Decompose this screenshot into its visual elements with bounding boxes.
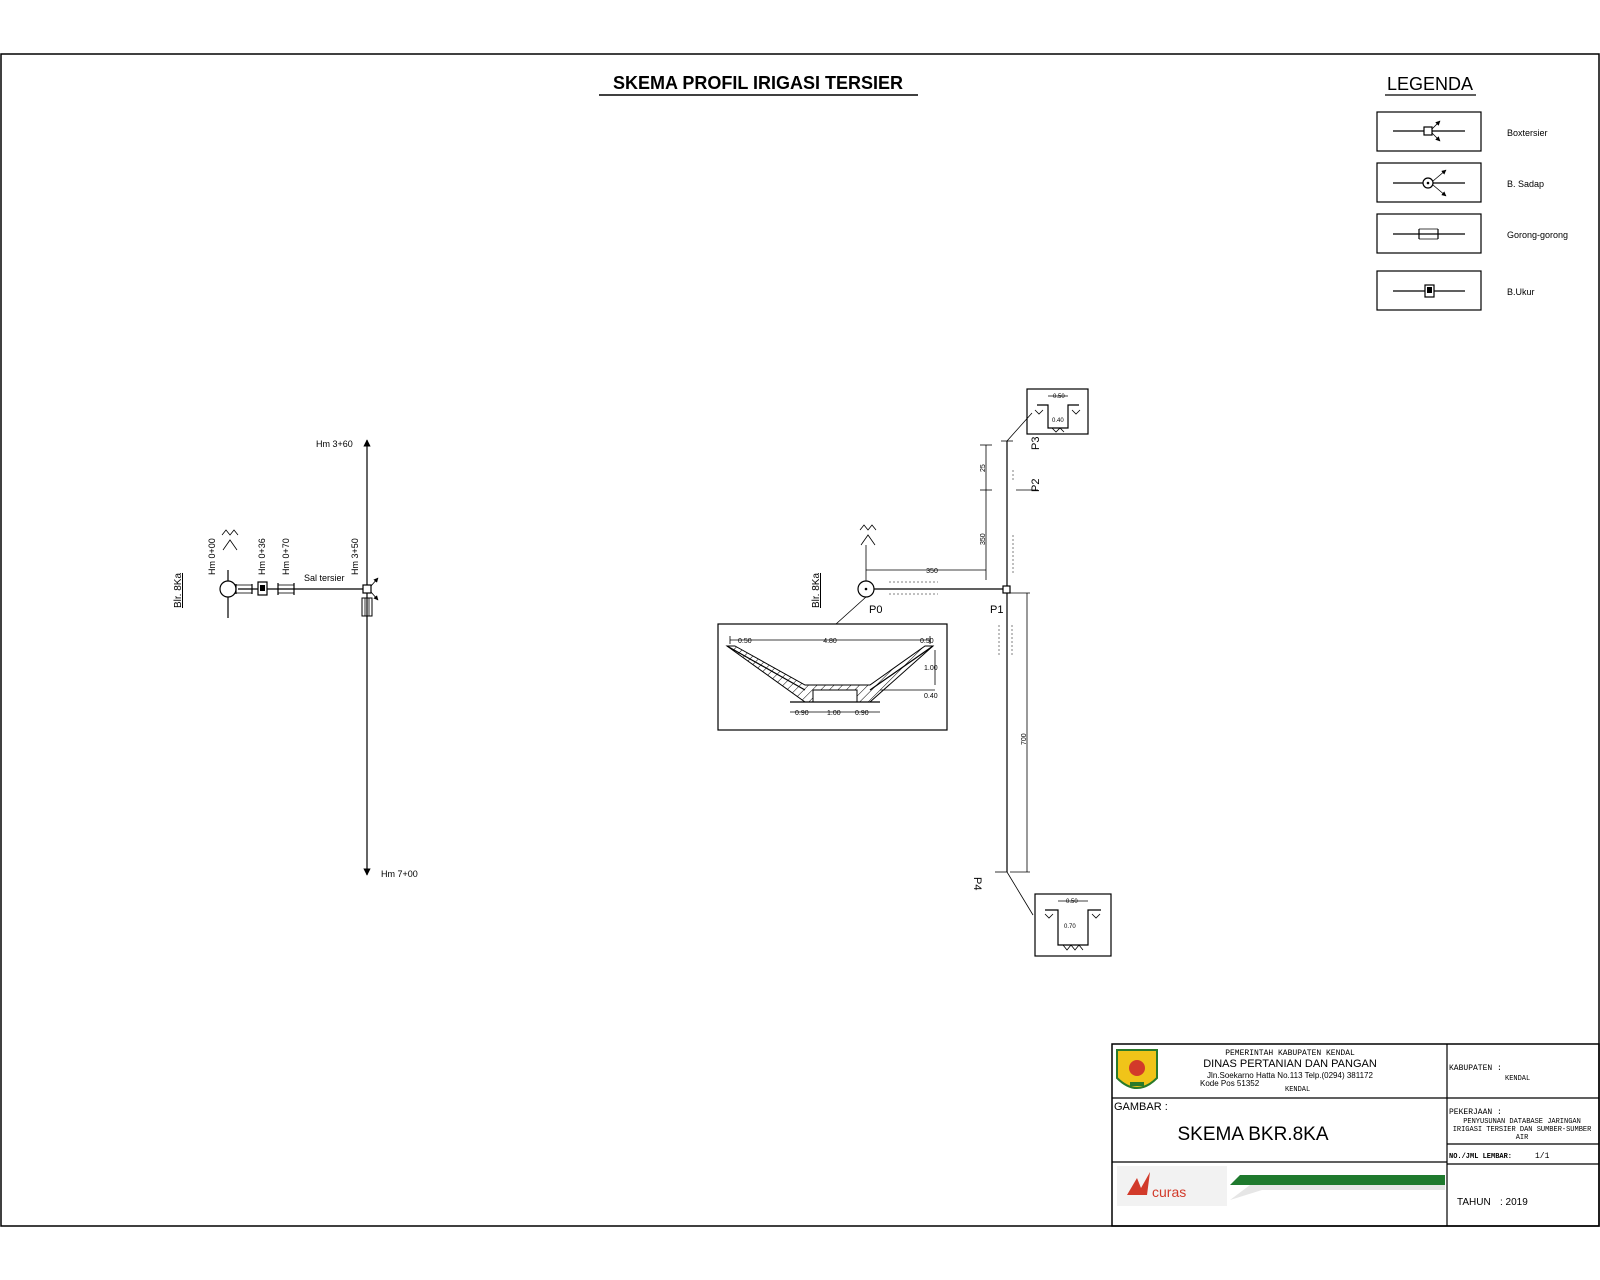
measuring-box-icon xyxy=(1376,270,1482,311)
dimension-label: 700 xyxy=(1021,733,1028,745)
pekerjaan-value: PENYUSUNAN DATABASE JARINGAN xyxy=(1463,1118,1581,1126)
kendal-crest-icon xyxy=(1116,1049,1158,1089)
agency-postcode: Kode Pos 51352 xyxy=(1200,1079,1260,1088)
dimension-label: 350 xyxy=(926,568,938,575)
box-sadap-icon xyxy=(1376,162,1482,203)
point-label-p1: P1 xyxy=(990,604,1003,616)
consultant-logo-icon: curas xyxy=(1117,1166,1227,1206)
box-tersier-icon xyxy=(1376,111,1482,152)
agency-line-1: PEMERINTAH KABUPATEN KENDAL xyxy=(1225,1049,1355,1058)
culvert-icon xyxy=(277,583,295,595)
hm-label: Hm 0+00 xyxy=(207,538,217,575)
legend-label: B. Sadap xyxy=(1507,179,1544,189)
hm-label: Hm 0+36 xyxy=(257,538,267,575)
agency-address: Jln.Soekarno Hatta No.113 Telp.(0294) 38… xyxy=(1207,1071,1373,1080)
point-label-p3: P3 xyxy=(1030,437,1042,450)
drawing-title: SKEMA BKR.8KA xyxy=(1177,1124,1328,1145)
page-title: SKEMA PROFIL IRIGASI TERSIER xyxy=(613,73,903,93)
dimension-label: 0.90 xyxy=(855,710,869,717)
kabupaten-label: KABUPATEN : xyxy=(1449,1064,1502,1073)
dimension-label: 1.00 xyxy=(827,710,841,717)
dimension-label: 0.50 xyxy=(920,638,934,645)
point-label-p0: P0 xyxy=(869,604,882,616)
cross-section-main: 4.80 0.50 0.50 1.00 0.40 0.90 1.00 0.90 xyxy=(717,623,948,731)
legend-heading: LEGENDA xyxy=(1387,74,1473,94)
legend-label: Boxtersier xyxy=(1507,128,1548,138)
gambar-label: GAMBAR : xyxy=(1114,1101,1168,1113)
agency-line-2: DINAS PERTANIAN DAN PANGAN xyxy=(1203,1058,1377,1070)
dimension-label: 0.50 xyxy=(1066,899,1078,905)
legend: LEGENDA Boxtersier B. Sadap Gor xyxy=(1376,74,1568,311)
point-label-p2: P2 xyxy=(1030,479,1042,492)
dimension-label: 0.70 xyxy=(1064,924,1076,930)
cross-section-p4: 0.50 0.70 xyxy=(1034,893,1112,957)
consultant-logo-text: curas xyxy=(1152,1184,1186,1200)
hm-label: Hm 0+70 xyxy=(281,538,291,575)
dimension-label: 0.50 xyxy=(1053,394,1065,400)
green-bar xyxy=(1230,1175,1445,1185)
box-tersier-icon xyxy=(1002,585,1011,594)
left-schema: Hm 3+60 Hm 7+00 Sal tersier xyxy=(173,439,418,879)
sheet-number-value: 1/1 xyxy=(1535,1152,1550,1161)
pekerjaan-label: PEKERJAAN : xyxy=(1449,1108,1502,1117)
year-value: : 2019 xyxy=(1500,1197,1528,1208)
title-block: PEMERINTAH KABUPATEN KENDAL DINAS PERTAN… xyxy=(1111,1043,1600,1227)
pekerjaan-value: IRIGASI TERSIER DAN SUMBER-SUMBER xyxy=(1453,1126,1592,1134)
dimension-label: 0.90 xyxy=(795,710,809,717)
dimension-label: 1.00 xyxy=(924,665,938,672)
tertiary-channel-label: Sal tersier xyxy=(304,573,345,583)
kabupaten-value: KENDAL xyxy=(1505,1075,1530,1083)
dimension-label: 0.40 xyxy=(1052,418,1064,424)
hm-label: Hm 3+60 xyxy=(316,439,353,449)
pekerjaan-value: AIR xyxy=(1516,1134,1529,1142)
hm-label: Hm 7+00 xyxy=(381,869,418,879)
dimension-label: 4.80 xyxy=(823,638,837,645)
dimension-label: 0.40 xyxy=(924,693,938,700)
box-tersier-icon xyxy=(362,584,372,594)
hm-label: Hm 3+50 xyxy=(350,538,360,575)
legend-label: Gorong-gorong xyxy=(1507,230,1568,240)
dimension-label: 350 xyxy=(980,533,987,545)
sheet-border xyxy=(0,53,1600,1227)
legend-label: B.Ukur xyxy=(1507,287,1535,297)
right-schema: P0 Blr. 8Ka 350 P1 25 350 P2 P3 700 P4 xyxy=(717,388,1112,957)
source-channel-label: Blr. 8Ka xyxy=(811,573,822,608)
source-channel-label: Blr. 8Ka xyxy=(173,573,184,608)
culvert-icon xyxy=(1376,213,1482,254)
year-label: TAHUN xyxy=(1457,1197,1491,1208)
agency-city: KENDAL xyxy=(1285,1086,1310,1094)
dimension-label: 0.50 xyxy=(738,638,752,645)
point-label-p4: P4 xyxy=(971,877,983,890)
box-sadap-icon xyxy=(219,580,237,598)
sheet-number-label: NO./JML LEMBAR: xyxy=(1449,1153,1512,1161)
cross-section-p3: 0.50 0.40 xyxy=(1026,388,1089,435)
dimension-label: 25 xyxy=(980,464,987,472)
